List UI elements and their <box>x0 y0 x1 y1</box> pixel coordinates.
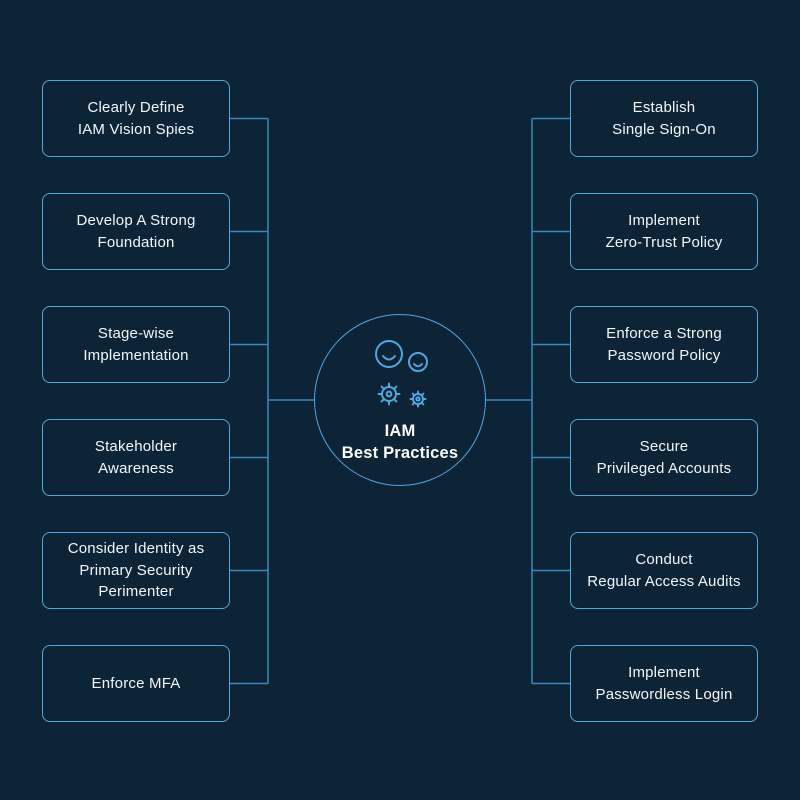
practice-box-stagewise-implementation: Stage-wise Implementation <box>42 306 230 383</box>
practice-box-password-policy: Enforce a Strong Password Policy <box>570 306 758 383</box>
practice-box-stakeholder-awareness: Stakeholder Awareness <box>42 419 230 496</box>
practice-box-enforce-mfa: Enforce MFA <box>42 645 230 722</box>
practice-box-privileged-accounts: Secure Privileged Accounts <box>570 419 758 496</box>
practice-box-access-audits: Conduct Regular Access Audits <box>570 532 758 609</box>
users-gears-icon <box>375 339 428 408</box>
practice-box-strong-foundation: Develop A Strong Foundation <box>42 193 230 270</box>
gear-icon-small <box>409 390 427 408</box>
practice-box-passwordless-login: Implement Passwordless Login <box>570 645 758 722</box>
gear-icon <box>377 382 401 406</box>
practice-box-clearly-define: Clearly Define IAM Vision Spies <box>42 80 230 157</box>
practice-box-identity-perimeter: Consider Identity as Primary Security Pe… <box>42 532 230 609</box>
center-label: IAM Best Practices <box>341 421 459 462</box>
practice-box-zero-trust: Implement Zero-Trust Policy <box>570 193 758 270</box>
center-node: IAM Best Practices <box>314 314 486 486</box>
practice-box-single-sign-on: Establish Single Sign-On <box>570 80 758 157</box>
